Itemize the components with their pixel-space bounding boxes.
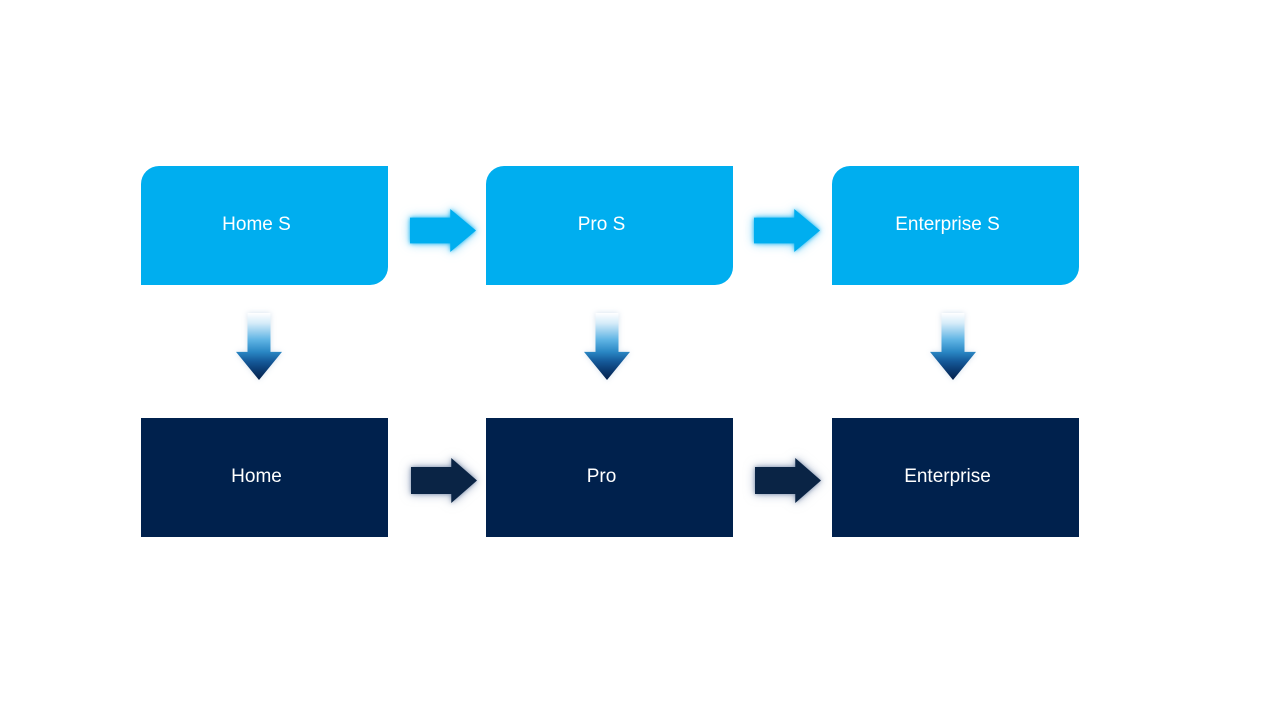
right-arrow-icon: [410, 209, 476, 252]
node-enterprise: Enterprise: [832, 418, 1079, 537]
down-arrow-shape: [930, 313, 976, 380]
node-label: Pro S: [577, 214, 626, 236]
node-pro-s: Pro S: [486, 166, 733, 285]
right-arrow-icon: [754, 209, 820, 252]
node-home-s: Home S: [141, 166, 388, 285]
right-arrow-icon: [755, 458, 821, 503]
right-arrow-shape: [755, 458, 821, 503]
node-label: Enterprise S: [895, 214, 1000, 236]
node-label: Home S: [222, 214, 291, 236]
node-pro: Pro: [486, 418, 733, 537]
node-label: Enterprise: [904, 466, 991, 488]
right-arrow-shape: [410, 209, 476, 252]
right-arrow-shape: [411, 458, 477, 503]
down-arrow-icon: [236, 313, 282, 380]
down-arrow-shape: [584, 313, 630, 380]
node-enterprise-s: Enterprise S: [832, 166, 1079, 285]
right-arrow-shape: [754, 209, 820, 252]
down-arrow-icon: [930, 313, 976, 380]
node-home: Home: [141, 418, 388, 537]
right-arrow-icon: [411, 458, 477, 503]
node-label: Pro: [586, 466, 617, 488]
down-arrow-icon: [584, 313, 630, 380]
node-label: Home: [231, 466, 282, 488]
down-arrow-shape: [236, 313, 282, 380]
